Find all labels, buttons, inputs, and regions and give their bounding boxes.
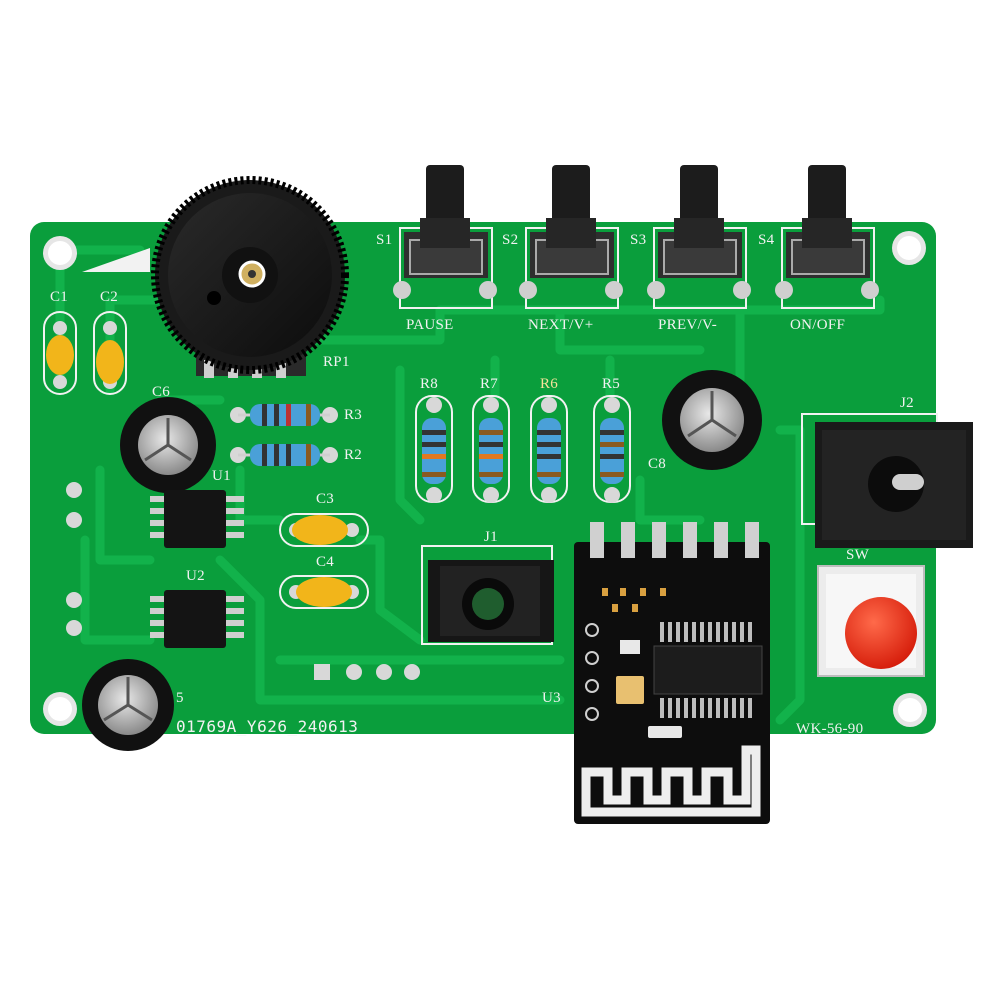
resistor-r7 bbox=[472, 395, 510, 503]
potentiometer-rp1 bbox=[151, 176, 349, 378]
power-switch-sw bbox=[817, 565, 925, 677]
mounting-hole bbox=[48, 697, 72, 721]
capacitor-c3 bbox=[279, 513, 369, 547]
bluetooth-module-u3 bbox=[574, 522, 770, 824]
electrolytic-capacitor-c6 bbox=[120, 397, 216, 493]
button-s3 bbox=[647, 165, 751, 309]
capacitor-c2 bbox=[93, 311, 127, 395]
resistor-r6 bbox=[530, 395, 568, 503]
capacitor-c1 bbox=[43, 311, 77, 395]
mounting-holes bbox=[43, 231, 927, 727]
button-s4 bbox=[775, 165, 879, 309]
capacitor-c4 bbox=[279, 575, 369, 609]
ic-u1 bbox=[66, 482, 244, 548]
volume-ramp-icon bbox=[82, 248, 150, 272]
resistor-r3 bbox=[230, 404, 338, 426]
button-s2 bbox=[519, 165, 623, 309]
dc-jack-j2 bbox=[801, 413, 973, 548]
test-pads bbox=[314, 664, 420, 680]
mounting-hole bbox=[898, 698, 922, 722]
button-s1 bbox=[393, 165, 497, 309]
ic-u2 bbox=[66, 590, 244, 648]
mounting-hole bbox=[897, 236, 921, 260]
pcb-antenna-icon bbox=[581, 745, 761, 817]
mounting-hole bbox=[48, 241, 72, 265]
resistor-r2 bbox=[230, 444, 338, 466]
electrolytic-capacitor-c8 bbox=[662, 370, 762, 470]
resistor-r8 bbox=[415, 395, 453, 503]
audio-jack-j1 bbox=[421, 545, 554, 645]
electrolytic-capacitor-c5 bbox=[82, 659, 174, 751]
resistor-r5 bbox=[593, 395, 631, 503]
